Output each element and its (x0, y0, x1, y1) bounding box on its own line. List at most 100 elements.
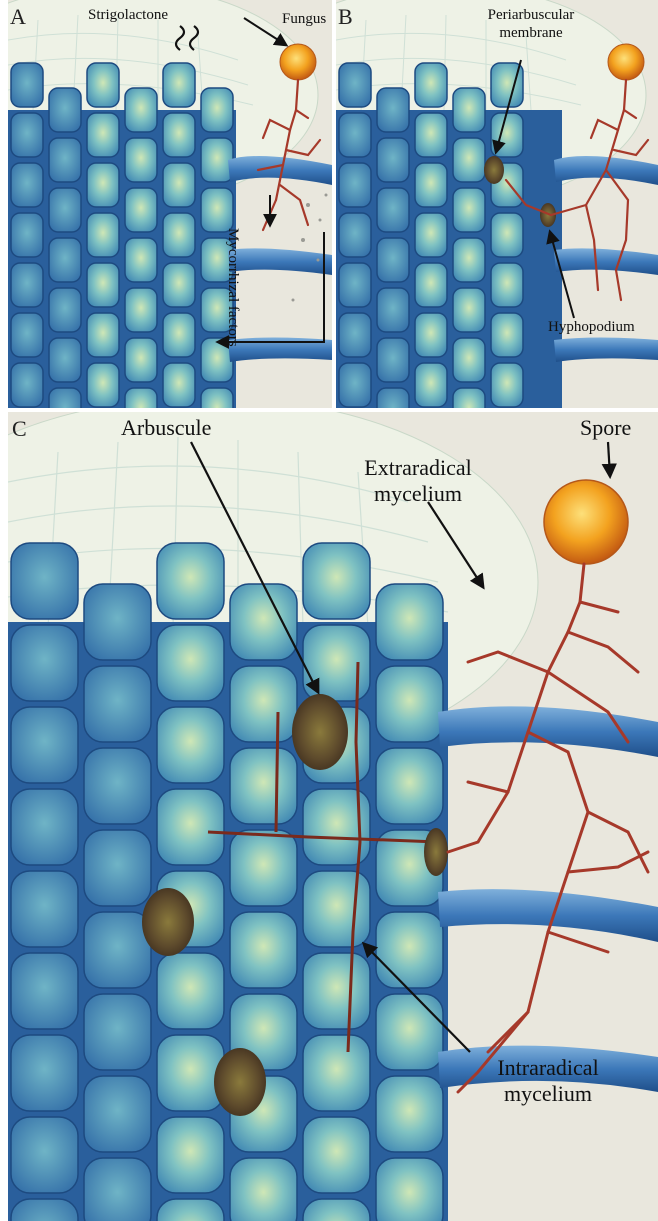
root-cell (49, 338, 81, 382)
root-cell (11, 1035, 78, 1111)
root-cell (377, 238, 409, 282)
hyphopodium-label: Hyphopodium (548, 320, 635, 336)
root-cell (376, 748, 443, 824)
root-cell (87, 313, 119, 357)
panel-c: C Arbuscule Spore Extraradical mycelium … (8, 412, 658, 1221)
root-cell (377, 288, 409, 332)
root-cell (491, 363, 523, 407)
root-cell (201, 88, 233, 132)
intraradical-label-line2: mycelium (458, 1082, 638, 1105)
root-cell (201, 388, 233, 408)
root-cell (125, 188, 157, 232)
root-cell (49, 388, 81, 408)
root-cell (303, 543, 370, 619)
root-cell (11, 1199, 78, 1221)
root-cell (87, 63, 119, 107)
root-cell (491, 263, 523, 307)
root-cell (339, 263, 371, 307)
root-cell (303, 953, 370, 1029)
root-cell (157, 953, 224, 1029)
panel-letter: B (338, 4, 353, 30)
root-cell (230, 912, 297, 988)
root-cell (11, 363, 43, 407)
root-cell (230, 830, 297, 906)
root-cell (11, 1117, 78, 1193)
root-cell (157, 1117, 224, 1193)
root-cell (491, 213, 523, 257)
root-cell (84, 1076, 151, 1152)
root-cells (339, 63, 523, 408)
root-cell (230, 666, 297, 742)
root-cell (163, 213, 195, 257)
root-cell (11, 625, 78, 701)
root-cell (125, 338, 157, 382)
root-cell (453, 88, 485, 132)
spore-arrow (608, 442, 610, 476)
root-cell (87, 213, 119, 257)
root-cell (11, 263, 43, 307)
spore-label: Spore (580, 416, 631, 439)
root-cell (84, 1158, 151, 1221)
root-cell (339, 113, 371, 157)
root-cell (157, 789, 224, 865)
root-cell (377, 88, 409, 132)
root-cell (201, 188, 233, 232)
root-cell (377, 188, 409, 232)
root-cell (11, 543, 78, 619)
root-cell (453, 188, 485, 232)
mycorrhizal-factor-dots (292, 194, 328, 302)
root-cell (303, 625, 370, 701)
root-cell (491, 313, 523, 357)
periarbuscular-label-line1: Periarbuscular (476, 8, 586, 24)
root-cell (453, 388, 485, 408)
panel-letter: C (12, 416, 27, 442)
root-cell (84, 830, 151, 906)
root-cell (415, 63, 447, 107)
root-cell (11, 63, 43, 107)
panel-b: B Periarbuscular membrane Hyphopodium (336, 0, 658, 408)
root-cell (303, 1199, 370, 1221)
root-cell (376, 584, 443, 660)
root-cell (87, 113, 119, 157)
root-cell (157, 543, 224, 619)
root-cell (230, 584, 297, 660)
panel-b-illustration (336, 0, 658, 408)
root-cell (163, 263, 195, 307)
root-cell (49, 88, 81, 132)
root-cell (453, 288, 485, 332)
root-cell (157, 1199, 224, 1221)
root-cell (339, 313, 371, 357)
root-cell (376, 912, 443, 988)
root-cell (11, 789, 78, 865)
root-cell (415, 113, 447, 157)
root-cell (84, 748, 151, 824)
root-cell (377, 338, 409, 382)
root-cell (84, 584, 151, 660)
root-cell (11, 707, 78, 783)
spore (544, 480, 628, 564)
root-cell (125, 288, 157, 332)
arbuscule (142, 888, 194, 956)
root-cell (11, 313, 43, 357)
root-cell (376, 1158, 443, 1221)
root-cell (11, 871, 78, 947)
mycorrhizal-factors-label: Mycorrhizal factors (224, 228, 240, 347)
root-cell (303, 871, 370, 947)
root-cell (376, 994, 443, 1070)
root-cell (163, 163, 195, 207)
arbuscule-label: Arbuscule (121, 416, 211, 439)
root-cell (49, 188, 81, 232)
root-cell (87, 263, 119, 307)
root-cell (339, 213, 371, 257)
intraradical-label-line1: Intraradical (458, 1056, 638, 1079)
root-cell (376, 666, 443, 742)
root-cell (49, 288, 81, 332)
root-hair (438, 706, 658, 757)
root-body (336, 110, 562, 408)
root-cell (377, 388, 409, 408)
extraradical-label-line1: Extraradical (328, 456, 508, 479)
root-cell (84, 666, 151, 742)
root-cell (339, 363, 371, 407)
arbuscule (292, 694, 348, 770)
root-cell (11, 113, 43, 157)
